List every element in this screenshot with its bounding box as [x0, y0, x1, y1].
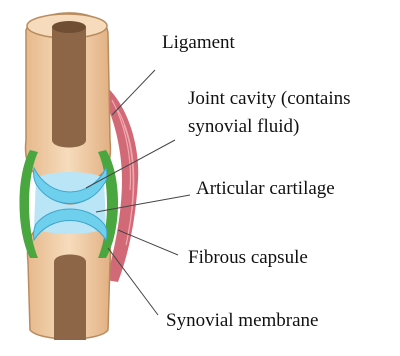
label-joint-cavity-line1: Joint cavity (contains: [188, 88, 351, 111]
label-synovial-membrane: Synovial membrane: [166, 310, 319, 333]
upper-bone: [26, 13, 111, 178]
label-fibrous-capsule: Fibrous capsule: [188, 247, 308, 270]
lower-bone: [28, 226, 111, 340]
label-articular-cartilage: Articular cartilage: [196, 178, 335, 201]
label-ligament: Ligament: [162, 32, 235, 55]
label-joint-cavity-line2: synovial fluid): [188, 116, 299, 139]
leader-line-ligament: [112, 70, 155, 115]
